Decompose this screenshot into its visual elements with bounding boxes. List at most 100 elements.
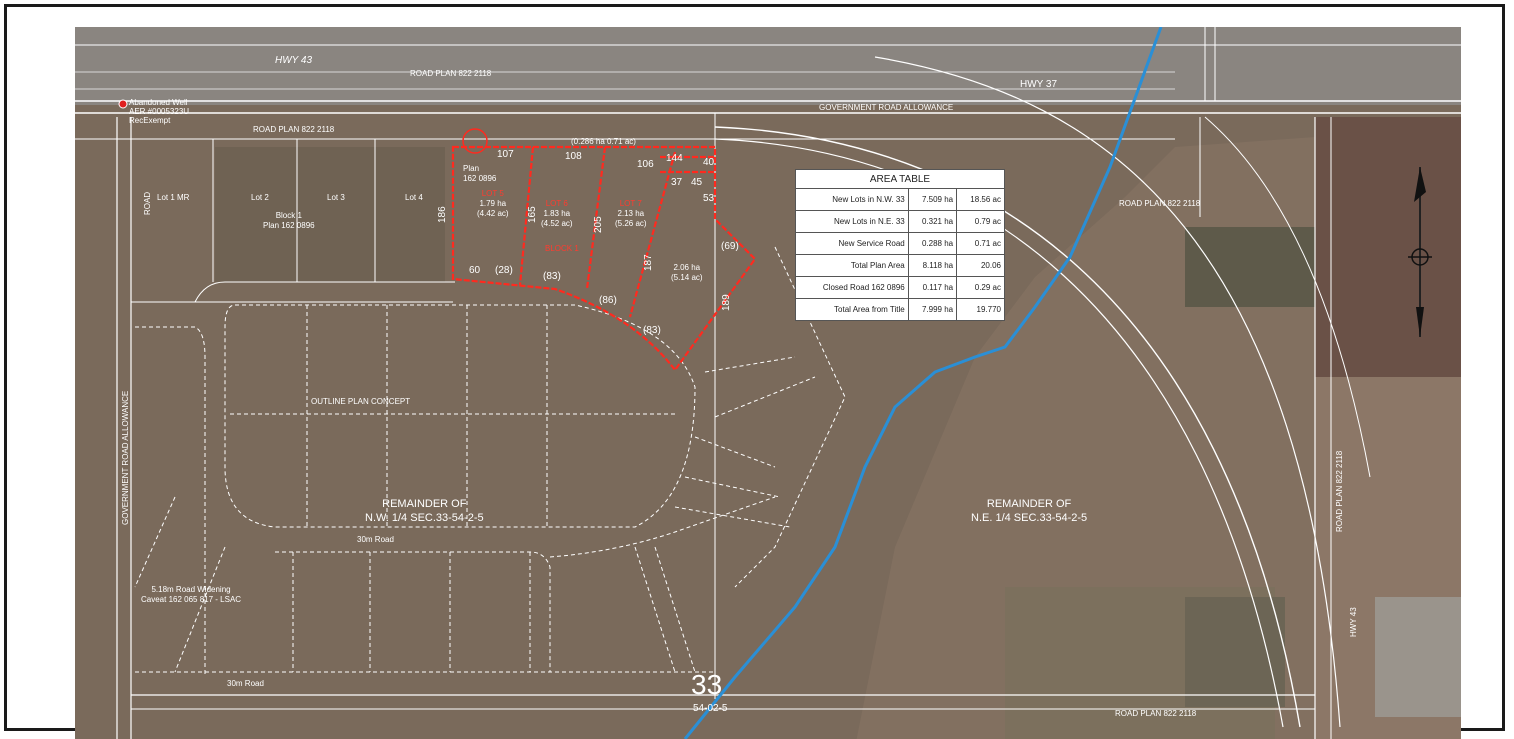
dim-189: 189	[721, 294, 732, 311]
well-marker-icon	[118, 99, 128, 109]
dim-83a: (83)	[543, 271, 561, 282]
well-line1: Abandoned Well	[129, 98, 188, 107]
dim-106: 106	[637, 159, 654, 170]
gov-road-allowance-label-left: GOVERNMENT ROAD ALLOWANCE	[121, 390, 130, 525]
row-ha: 0.321 ha	[907, 210, 958, 233]
row-ac: 0.79 ac	[956, 210, 1005, 233]
lot1mr-label[interactable]: Lot 1 MR	[157, 193, 190, 202]
row-label: Closed Road 162 0896	[795, 276, 909, 299]
rem-ne-line1: REMAINDER OF	[986, 498, 1072, 510]
block1-label: Block 1 Plan 162 0896	[263, 211, 315, 231]
widening-line1: 5.18m Road Widening	[151, 585, 231, 594]
lot5-ac: (4.42 ac)	[477, 209, 509, 218]
lot5-ha: 1.79 ha	[479, 199, 507, 208]
remainder-nw-label: REMAINDER OF N.W. 1/4 SEC.33-54-2-5	[365, 497, 484, 525]
widening-line2: Caveat 162 065 817 - LSAC	[141, 595, 242, 604]
road-plan-label-right-vertical: ROAD PLAN 822 2118	[1335, 450, 1344, 532]
dim-165: 165	[527, 206, 538, 223]
lot7-label[interactable]: LOT 7 2.13 ha (5.26 ac)	[615, 199, 647, 229]
lot6-ac: (4.52 ac)	[541, 219, 573, 228]
row-ha: 0.117 ha	[907, 276, 958, 299]
dim-107: 107	[497, 149, 514, 160]
row-label: Total Plan Area	[795, 254, 909, 277]
row-label: New Lots in N.W. 33	[795, 188, 909, 211]
lot6-ha: 1.83 ha	[543, 209, 571, 218]
road-label-vertical: ROAD	[143, 191, 152, 215]
remainder-ne-label: REMAINDER OF N.E. 1/4 SEC.33-54-2-5	[971, 497, 1087, 525]
outline-plan-concept-label: OUTLINE PLAN CONCEPT	[311, 397, 411, 406]
north-arrow-icon	[1408, 167, 1432, 337]
dim-69: (69)	[721, 241, 739, 252]
road-plan-label-right: ROAD PLAN 822 2118	[1119, 199, 1201, 208]
lot6-label[interactable]: LOT 6 1.83 ha (4.52 ac)	[541, 199, 573, 229]
lot2-label[interactable]: Lot 2	[251, 193, 269, 202]
service-road-area-label: (0.286 ha 0.71 ac)	[571, 137, 636, 146]
dim-186: 186	[437, 206, 448, 223]
dim-37: 37	[671, 177, 683, 188]
well-line2: AER #0005323U	[129, 107, 190, 116]
lot7-name: LOT 7	[619, 199, 642, 208]
row-ha: 8.118 ha	[907, 254, 958, 277]
lot8-label[interactable]: 2.06 ha (5.14 ac)	[671, 263, 703, 283]
dim-40: 40	[703, 157, 715, 168]
map-graphics	[75, 27, 1461, 739]
row-ha: 7.509 ha	[907, 188, 958, 211]
block1-line2: Plan 162 0896	[263, 221, 315, 230]
rem-nw-line2: N.W. 1/4 SEC.33-54-2-5	[365, 512, 484, 524]
row-label: New Service Road	[795, 232, 909, 255]
row-ac: 20.06	[956, 254, 1005, 277]
hwy43-label-right: HWY 43	[1349, 607, 1358, 637]
abandoned-well-label[interactable]: Abandoned Well AER #0005323U RecExempt	[129, 98, 189, 125]
road-plan-label-top: ROAD PLAN 822 2118	[410, 69, 492, 78]
well-line3: RecExempt	[129, 116, 171, 125]
lot5-label[interactable]: LOT 5 1.79 ha (4.42 ac)	[477, 189, 509, 219]
dim-83b: (83)	[643, 325, 661, 336]
dim-45: 45	[691, 177, 703, 188]
road-plan-label-left: ROAD PLAN 822 2118	[253, 125, 335, 134]
section-number: 33	[691, 669, 723, 700]
plan-line2: 162 0896	[463, 174, 497, 183]
row-label: Total Area from Title	[795, 298, 909, 321]
block1-new-label: BLOCK 1	[545, 244, 579, 253]
gov-road-allowance-label-top: GOVERNMENT ROAD ALLOWANCE	[819, 103, 954, 112]
road-plan-label-bottom: ROAD PLAN 822 2118	[1115, 709, 1197, 718]
row-ac: 18.56 ac	[956, 188, 1005, 211]
dim-28: (28)	[495, 265, 513, 276]
dim-108: 108	[565, 151, 582, 162]
dim-60: 60	[469, 265, 481, 276]
row-ac: 19.770	[956, 298, 1005, 321]
plan-line1: Plan	[463, 164, 480, 173]
lot8-ac: (5.14 ac)	[671, 273, 703, 282]
row-label: New Lots in N.E. 33	[795, 210, 909, 233]
row-ha: 0.288 ha	[907, 232, 958, 255]
row-ac: 0.29 ac	[956, 276, 1005, 299]
dim-86: (86)	[599, 295, 617, 306]
section-sub-label: 54-02-5	[693, 703, 728, 714]
road-widening-label: 5.18m Road Widening Caveat 162 065 817 -…	[141, 585, 241, 605]
plan-label: Plan 162 0896	[463, 164, 496, 184]
dim-144: 144	[666, 153, 683, 164]
rem-nw-line1: REMAINDER OF	[382, 498, 467, 510]
lot6-name: LOT 6	[545, 199, 568, 208]
hwy43-label-top: HWY 43	[275, 55, 313, 66]
lot7-ac: (5.26 ac)	[615, 219, 647, 228]
block1-line1: Block 1	[275, 211, 302, 220]
road-30m-label-1: 30m Road	[357, 535, 394, 544]
lot8-ha: 2.06 ha	[673, 263, 701, 272]
road-30m-label-2: 30m Road	[227, 679, 264, 688]
dim-205: 205	[593, 216, 604, 233]
lot4-label[interactable]: Lot 4	[405, 193, 423, 202]
lot3-label[interactable]: Lot 3	[327, 193, 345, 202]
map-frame: HWY 43 ROAD PLAN 822 2118 HWY 37 GOVERNM…	[4, 4, 1505, 739]
row-ha: 7.999 ha	[907, 298, 958, 321]
site-plan-map[interactable]: HWY 43 ROAD PLAN 822 2118 HWY 37 GOVERNM…	[75, 27, 1461, 739]
dim-53: 53	[703, 193, 715, 204]
lot7-ha: 2.13 ha	[617, 209, 645, 218]
dim-187: 187	[643, 254, 654, 271]
rem-ne-line2: N.E. 1/4 SEC.33-54-2-5	[971, 512, 1088, 524]
lot5-name: LOT 5	[481, 189, 504, 198]
